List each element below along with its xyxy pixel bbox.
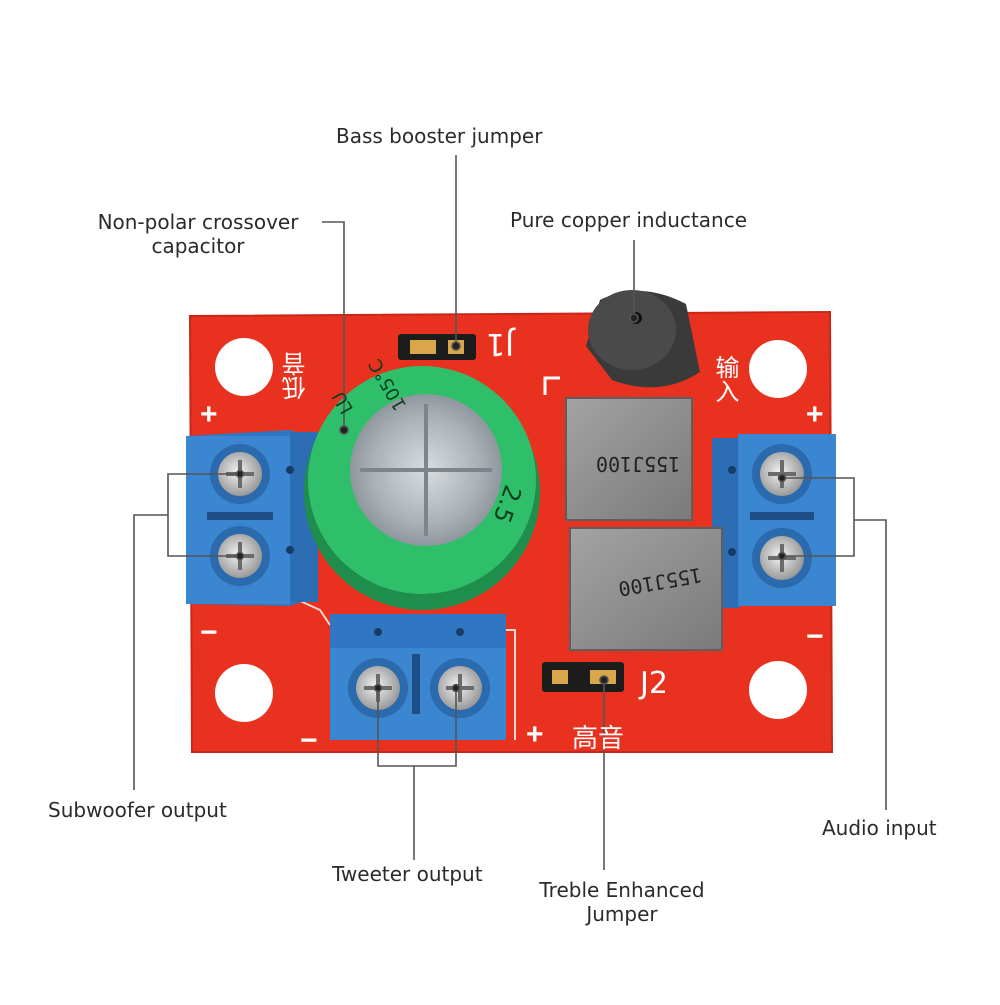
- j2-jumper-header: [542, 662, 624, 692]
- silkscreen-outline-tweeter: [505, 629, 516, 740]
- callout-treble-line1: Treble Enhanced: [539, 878, 705, 902]
- mounting-hole-top-left: [215, 338, 273, 396]
- callout-bass-booster-jumper: Bass booster jumper: [336, 124, 543, 148]
- tweeter-terminal-block: [330, 614, 506, 740]
- mounting-hole-top-right: [749, 340, 807, 398]
- callout-pure-copper-inductance: Pure copper inductance: [510, 208, 748, 232]
- minus-sign-bottom: −: [300, 724, 318, 757]
- silkscreen-l-bracket: [543, 376, 560, 395]
- inductor-block-top: [565, 397, 693, 521]
- callout-non-polar-capacitor-line2: capacitor: [151, 234, 245, 258]
- inductor-block-bottom: [569, 527, 723, 651]
- plus-sign-right: +: [806, 398, 824, 431]
- j1-jumper-header: [398, 334, 476, 360]
- callout-treble-line2: Jumper: [586, 902, 658, 926]
- callout-subwoofer-output: Subwoofer output: [48, 798, 227, 822]
- non-polar-capacitor: [304, 366, 540, 610]
- plus-sign-bottom: +: [526, 718, 544, 751]
- callout-non-polar-capacitor: Non-polar crossover capacitor: [86, 210, 310, 258]
- callout-audio-input: Audio input: [822, 816, 937, 840]
- low-frequency-label: 低音: [282, 352, 310, 400]
- copper-inductor: [586, 290, 700, 388]
- silkscreen-outline-left: [297, 599, 331, 626]
- plus-sign-left: +: [200, 398, 218, 431]
- subwoofer-terminal-block: [186, 430, 318, 606]
- callout-treble-enhanced-jumper: Treble Enhanced Jumper: [532, 878, 712, 926]
- input-label: 输入: [711, 355, 739, 403]
- audio-input-terminal-block: [712, 434, 836, 608]
- minus-sign-left: −: [200, 616, 218, 649]
- j2-label: J2: [640, 666, 668, 701]
- callout-tweeter-output: Tweeter output: [332, 862, 483, 886]
- j1-label: J1: [486, 326, 514, 361]
- mounting-hole-bottom-right: [749, 661, 807, 719]
- high-frequency-label: 高音: [572, 724, 625, 754]
- inductor-marking-top: 155J100: [596, 452, 681, 476]
- leader-lines: [133, 155, 887, 870]
- mounting-hole-bottom-left: [215, 664, 273, 722]
- minus-sign-right: −: [806, 620, 824, 653]
- callout-non-polar-capacitor-line1: Non-polar crossover: [97, 210, 299, 234]
